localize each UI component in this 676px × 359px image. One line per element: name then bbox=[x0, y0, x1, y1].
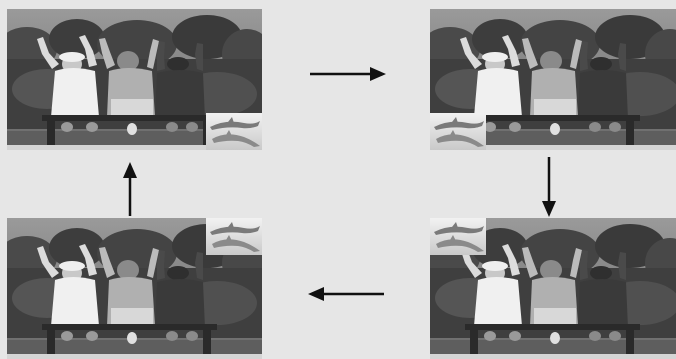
pip-inset-dolphins bbox=[206, 218, 262, 255]
pip-inset-dolphins bbox=[206, 113, 262, 150]
arrow-left-icon bbox=[306, 286, 386, 302]
arrow-right-icon bbox=[308, 66, 388, 82]
tv-screen-bottom-left bbox=[7, 218, 262, 359]
tv-screen-bottom-right bbox=[430, 218, 676, 359]
tv-screen-top-right bbox=[430, 9, 676, 150]
arrow-up-icon bbox=[122, 160, 138, 218]
pip-inset-dolphins bbox=[430, 113, 486, 150]
pip-inset-dolphins bbox=[430, 218, 486, 255]
arrow-down-icon bbox=[541, 155, 557, 219]
tv-screen-top-left bbox=[7, 9, 262, 150]
